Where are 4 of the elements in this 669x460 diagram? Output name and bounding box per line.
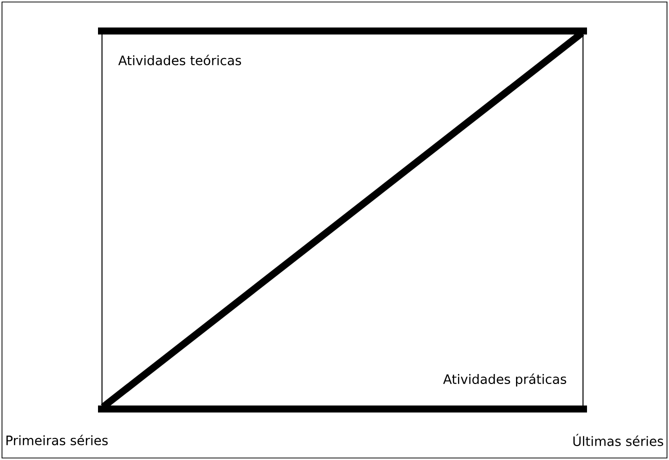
axis-label: Atividades teóricas: [118, 54, 242, 66]
axis-label: Atividades práticas: [443, 373, 566, 387]
axis-label: Últimas séries: [573, 434, 664, 446]
axis-label: Primeiras séries: [6, 434, 108, 446]
